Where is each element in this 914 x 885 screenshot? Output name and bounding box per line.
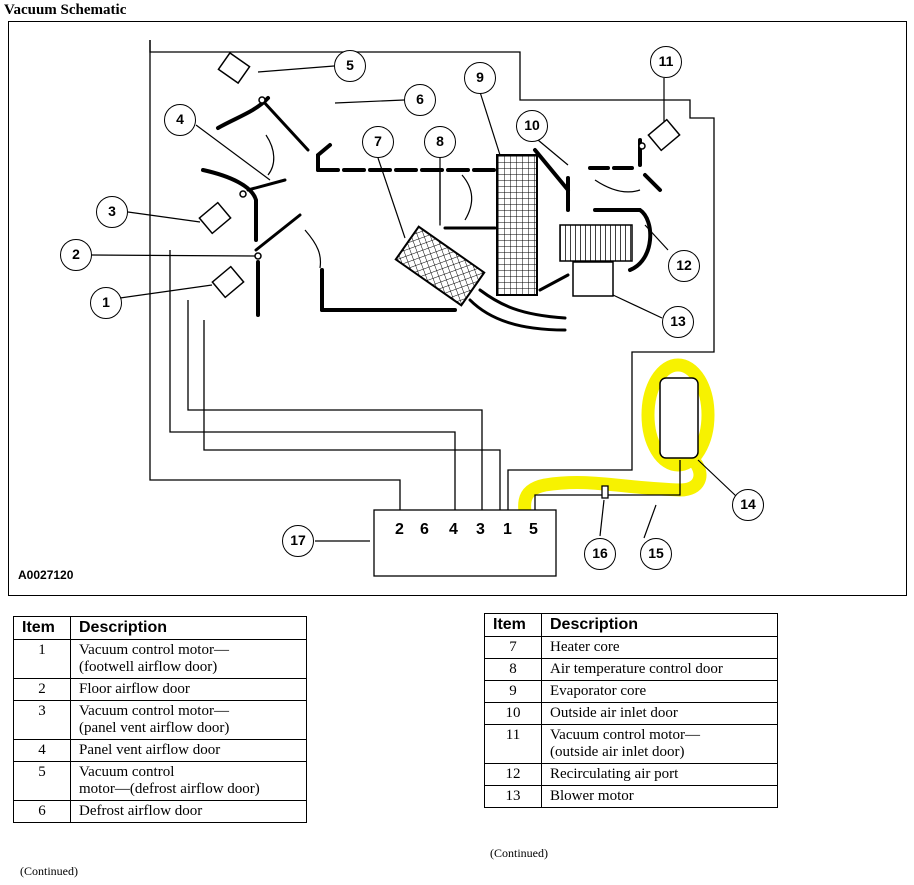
heater-core [394,225,486,307]
door-swing-arrows [265,134,641,269]
vacuum-reservoir [659,377,699,459]
legend-description: Vacuum control motor— (panel vent airflo… [70,700,307,740]
port-label: 1 [503,521,512,538]
callout-17: 17 [282,525,314,557]
item-column-header: Item [484,613,542,637]
callout-leaders [91,65,737,542]
legend-description: Air temperature control door [541,658,778,681]
legend-description: Vacuum control motor— (outside air inlet… [541,724,778,764]
legend-description: Outside air inlet door [541,702,778,725]
evaporator-core [496,154,538,296]
callout-15: 15 [640,538,672,570]
legend-item: 4 [13,739,71,762]
callout-16: 16 [584,538,616,570]
legend-item: 3 [13,700,71,740]
legend-item: 1 [13,639,71,679]
legend-item: 12 [484,763,542,786]
legend-header-row: Item Description [13,616,307,640]
callout-8: 8 [424,126,456,158]
legend-item: 10 [484,702,542,725]
continued-note-right: (Continued) [490,846,548,860]
legend-description: Floor airflow door [70,678,307,701]
callout-7: 7 [362,126,394,158]
legend-item: 7 [484,636,542,659]
legend-description: Heater core [541,636,778,659]
vacuum-schematic [91,40,737,577]
diagram-title: Vacuum Schematic [4,2,127,18]
callout-10: 10 [516,110,548,142]
blower-wheel [559,224,633,262]
continued-note-left: (Continued) [20,864,78,878]
port-label: 5 [529,521,538,538]
hvac-housing-outline [149,40,715,485]
legend-description: Vacuum control motor— (footwell airflow … [70,639,307,679]
legend-description: Blower motor [541,785,778,808]
callout-14: 14 [732,489,764,521]
port-label: 6 [420,521,429,538]
blower-motor [572,261,614,297]
callout-2: 2 [60,239,92,271]
port-label: 2 [395,521,404,538]
vacuum-control-switch [373,509,557,577]
description-column-header: Description [541,613,778,637]
legend-description: Recirculating air port [541,763,778,786]
port-label: 3 [476,521,485,538]
legend-item: 11 [484,724,542,764]
callout-3: 3 [96,196,128,228]
legend-item: 8 [484,658,542,681]
diagram-frame [8,21,907,596]
legend-item: 5 [13,761,71,801]
vacuum-actuators [198,51,681,299]
callout-9: 9 [464,62,496,94]
legend-description: Vacuum control motor—(defrost airflow do… [70,761,307,801]
figure-id: A0027120 [18,568,74,582]
item-column-header: Item [13,616,71,640]
callout-6: 6 [404,84,436,116]
legend-item: 13 [484,785,542,808]
legend-item: 9 [484,680,542,703]
callout-12: 12 [668,250,700,282]
legend-item: 2 [13,678,71,701]
check-valve [601,485,609,499]
legend-description: Panel vent airflow door [70,739,307,762]
vacuum-hoses [149,40,681,510]
callout-1: 1 [90,287,122,319]
callout-13: 13 [662,306,694,338]
port-label: 4 [449,521,458,538]
legend-item: 6 [13,800,71,823]
callout-11: 11 [650,46,682,78]
airflow-doors [201,96,662,332]
callout-4: 4 [164,104,196,136]
highlight-marker [518,358,715,542]
callout-5: 5 [334,50,366,82]
legend-description: Defrost airflow door [70,800,307,823]
legend-description: Evaporator core [541,680,778,703]
legend-header-row: Item Description [484,613,778,637]
description-column-header: Description [70,616,307,640]
